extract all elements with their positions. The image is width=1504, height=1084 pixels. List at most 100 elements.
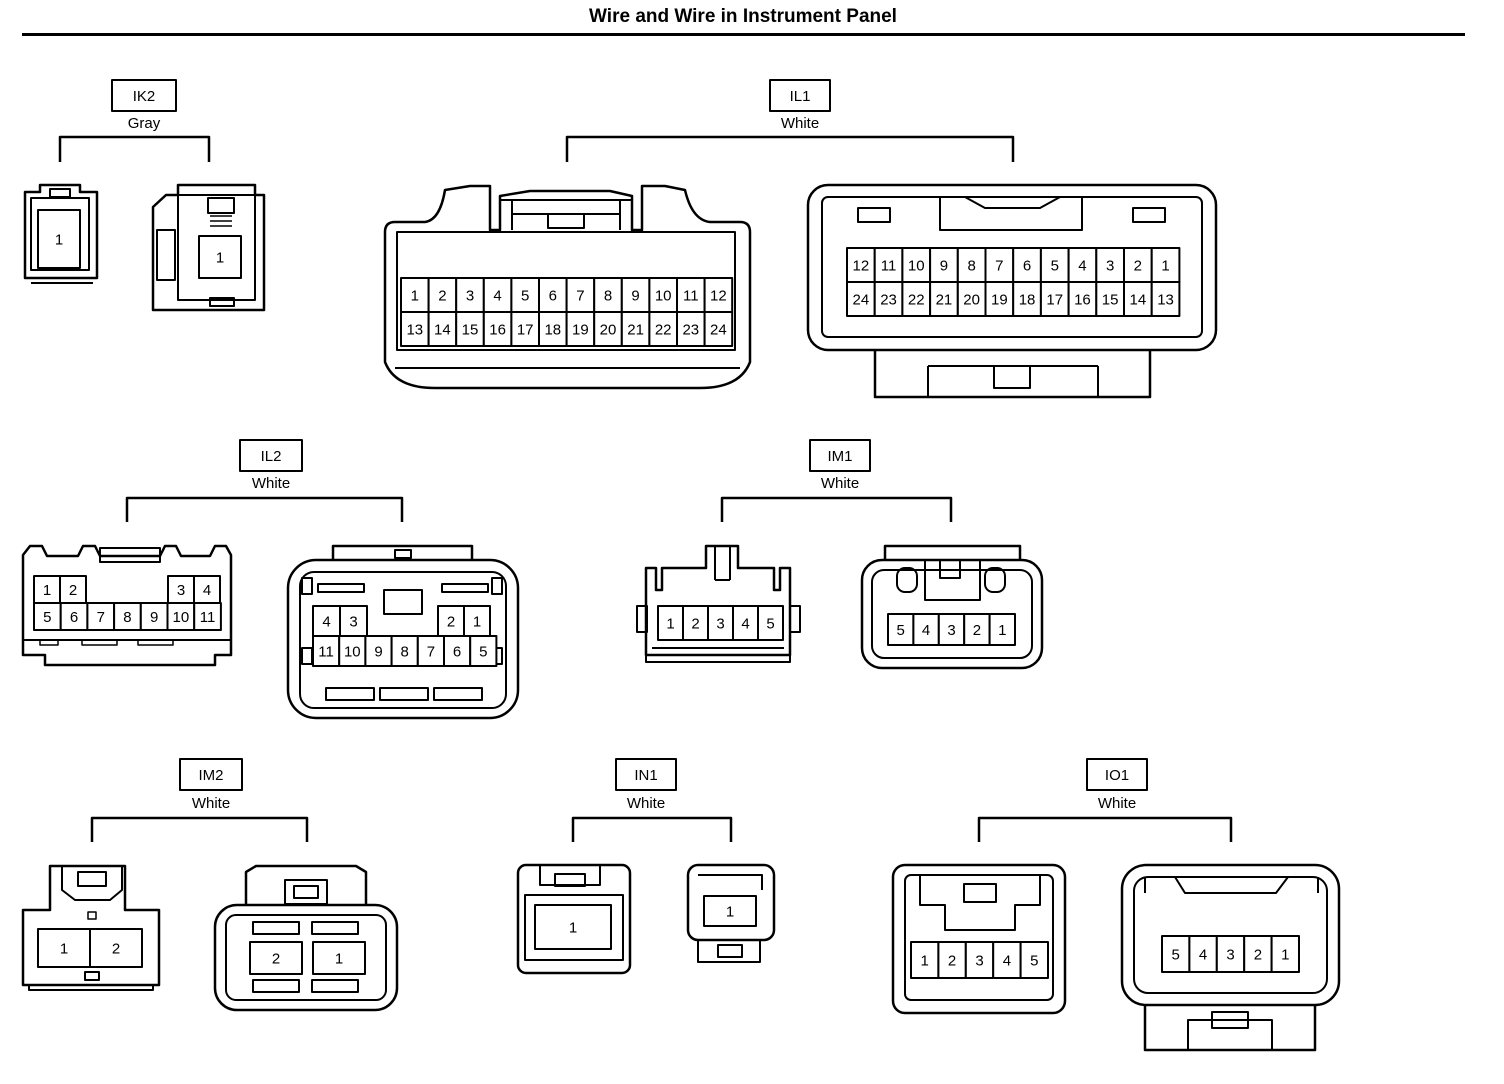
pin-number: 3 [349,613,357,630]
connector-io1-right-housing [1120,863,1341,1052]
pin-number: 21 [936,291,953,308]
pin-cell [620,311,651,347]
pin-cell [482,311,513,347]
connector-il2-code: IL2 [261,448,282,465]
pin-number: 1 [921,952,929,969]
pin-number: 5 [1051,257,1059,274]
pin-cell [1012,247,1042,283]
pin-number: 2 [447,613,455,630]
pin-number: 2 [438,287,446,304]
pin-number: 17 [517,321,534,338]
connector-im1-color: White [821,475,859,492]
pin-number: 16 [489,321,506,338]
pin-number: 1 [473,613,481,630]
connector-io1-left-housing [891,863,1067,1015]
pin-cell [400,311,430,347]
connector-io1: IO1 White [891,758,1341,1052]
pin-number: 6 [1023,257,1031,274]
pin-number: 1 [998,622,1006,639]
connector-io1-bracket [977,816,1233,842]
connector-il1-right-housing [806,183,1218,399]
pin-number: 8 [604,287,612,304]
connector-in1-right-housing [686,863,776,963]
pin-number: 1 [726,903,734,920]
pin-number: 7 [97,609,105,626]
pin-number: 10 [655,287,672,304]
pin-number: 4 [741,615,749,632]
pin-number: 11 [881,257,897,274]
pin-cell [427,311,458,347]
pin-number: 10 [908,257,925,274]
pin-number: 5 [43,609,51,626]
pin-grid-ik2-right: 1 [198,235,242,279]
pin-cell [1012,281,1042,317]
connector-im2: IM2 White [21,758,399,1012]
pin-cell [901,281,932,317]
pin-number: 3 [1106,257,1114,274]
pin-cell [37,209,81,269]
pin-number: 20 [600,321,617,338]
pin-cell [37,928,91,968]
connector-ik2: IK2 Gray [23,79,266,312]
pin-number: 4 [1199,946,1207,963]
pin-cell [703,895,757,927]
connector-im2-right-housing [213,864,399,1012]
connector-im1-code: IM1 [827,448,852,465]
page-title: Wire and Wire in Instrument Panel [589,6,897,27]
pin-cell [988,613,1016,646]
pin-cell [703,277,734,313]
pin-number: 9 [631,287,639,304]
connector-im1-bracket [720,496,953,522]
pin-number: 17 [1046,291,1063,308]
connector-il2-left-housing [21,544,233,667]
pin-grid-in1-left: 1 [534,904,612,950]
pin-number: 2 [691,615,699,632]
pin-number: 10 [173,609,190,626]
pin-number: 22 [655,321,672,338]
connector-im2-code-box [179,758,243,791]
pin-cell [463,605,491,637]
pin-number: 14 [434,321,451,338]
pin-cell [682,605,709,641]
pin-number: 3 [466,287,474,304]
pin-number: 5 [897,622,905,639]
pin-number: 18 [1019,291,1036,308]
pin-number: 19 [991,291,1008,308]
pin-number: 1 [411,287,419,304]
pin-number: 3 [975,952,983,969]
pin-cell [1123,281,1153,317]
connector-in1-code-box [615,758,677,791]
connector-in1-code: IN1 [634,767,657,784]
pin-cell [364,635,393,667]
pin-number: 3 [177,582,185,599]
connector-il2: IL2 White [21,439,520,720]
connector-im2-color: White [192,795,230,812]
connector-ik2-bracket [58,135,211,162]
pin-cell [956,281,987,317]
title-underline [22,33,1465,36]
pin-number: 5 [521,287,529,304]
connector-il2-bracket [125,496,404,522]
connector-in1-bracket [571,816,733,842]
connector-il1-left-housing [383,184,752,390]
pin-number: 24 [853,291,870,308]
connector-in1-color: White [627,795,665,812]
pin-number: 8 [401,643,409,660]
pin-cell [538,277,568,313]
pin-number: 5 [1172,946,1180,963]
pin-cell [912,613,940,646]
connector-io1-code: IO1 [1105,767,1129,784]
connector-in1-left-housing [516,863,632,975]
pin-cell [846,247,876,283]
pin-number: 20 [963,291,980,308]
pin-cell [732,605,759,641]
pin-cell [873,247,904,283]
pin-cell [1270,935,1300,973]
pin-grid-in1-right: 1 [703,895,757,927]
pin-cell [1095,281,1126,317]
pin-cell [676,277,706,313]
